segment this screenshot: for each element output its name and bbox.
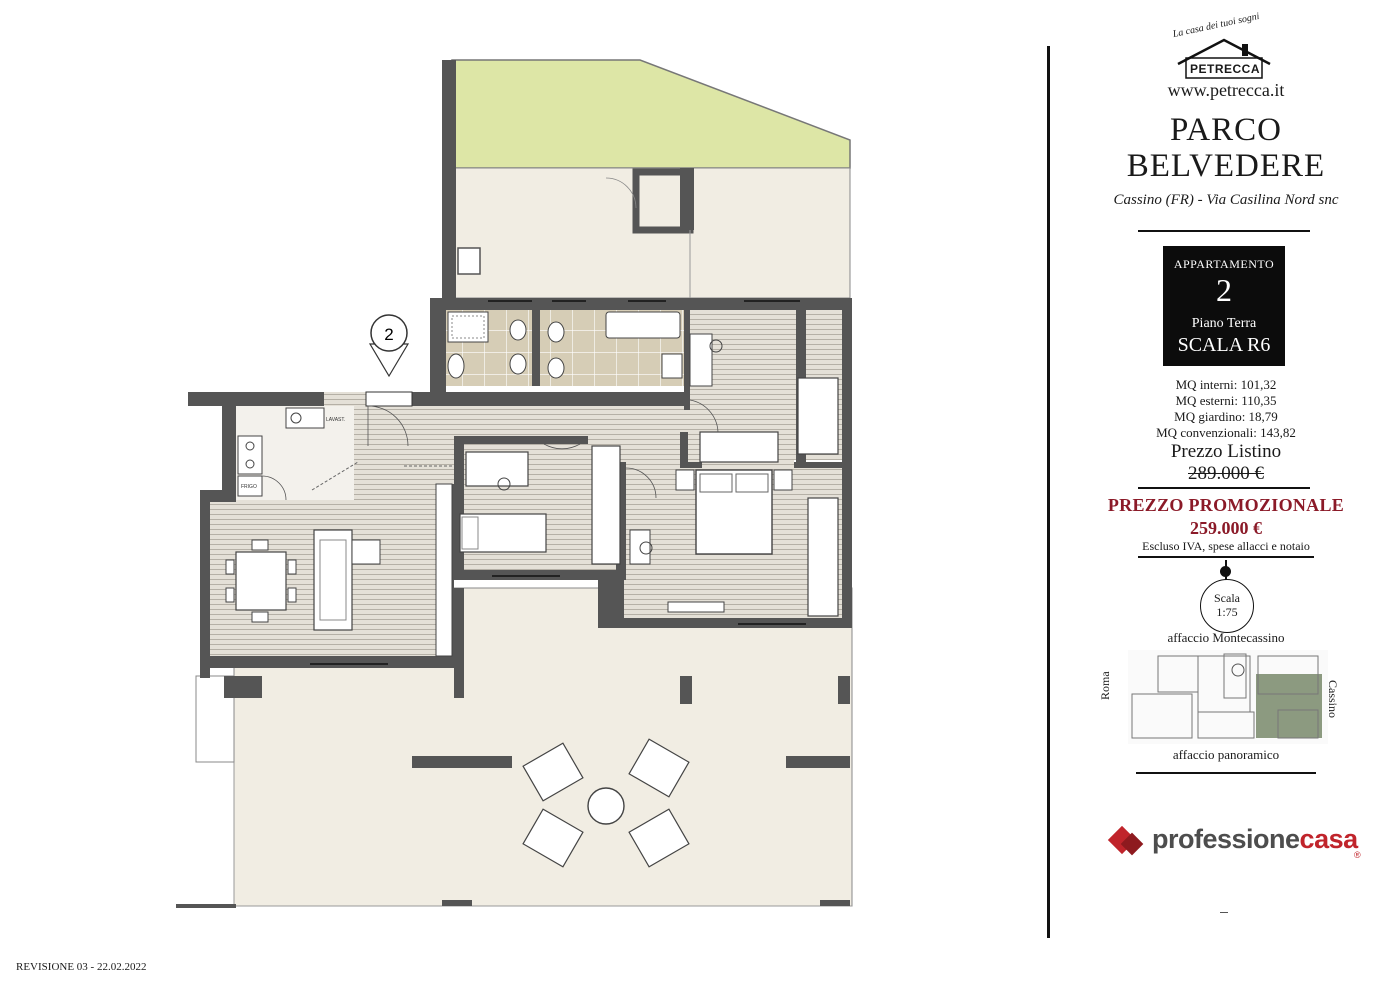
agency-name-part1: professione — [1152, 824, 1300, 854]
orientation-left: Roma — [1098, 671, 1112, 700]
floor-plan: FRIGO LAVAST. — [176, 59, 853, 908]
agency-reg-mark: ® — [1354, 850, 1361, 860]
price-rule — [1138, 487, 1310, 489]
agency-name-part2: casa — [1299, 824, 1359, 854]
info-panel: La casa dei tuoi sogni PETRECCA www.petr… — [1060, 0, 1400, 983]
mq-convenzionali: MQ convenzionali: 143,82 — [1156, 425, 1296, 440]
garden-area — [451, 59, 851, 169]
petrecca-house-icon — [1177, 38, 1271, 79]
note-rule — [1138, 556, 1314, 558]
promo-price: 259.000 € — [1190, 518, 1262, 538]
terrace-table — [587, 787, 625, 825]
scale-indicator: Scala 1:75 — [1200, 579, 1254, 633]
professionecasa-logo-icon — [1107, 826, 1144, 856]
page-mark — [1220, 912, 1228, 913]
entry-marker-number: 2 — [384, 325, 393, 344]
frigo-label: FRIGO — [241, 484, 257, 490]
project-title-line2: BELVEDERE — [1126, 148, 1326, 184]
list-price-label: Prezzo Listino — [1170, 441, 1282, 462]
orientation-right: Cassino — [1326, 680, 1340, 719]
vertical-divider — [1047, 46, 1050, 938]
agency-brand: professionecasa — [1152, 824, 1358, 855]
mq-esterni: MQ esterni: 110,35 — [1175, 393, 1277, 408]
revision-label: REVISIONE 03 - 22.02.2022 — [16, 961, 147, 973]
lavast-label: LAVAST. — [326, 417, 345, 423]
orientation-bottom: affaccio panoramico — [1172, 747, 1280, 762]
list-price: 289.000 € — [1188, 463, 1264, 484]
project-location: Cassino (FR) - Via Casilina Nord snc — [1113, 192, 1339, 208]
apartment-box: APPARTAMENTO 2 Piano Terra SCALA R6 — [1163, 246, 1285, 366]
key-plan — [1128, 650, 1328, 744]
orientation-top: affaccio Montecassino — [1167, 630, 1285, 645]
mq-giardino: MQ giardino: 18,79 — [1174, 409, 1278, 424]
price-note: Escluso IVA, spese allacci e notaio — [1142, 539, 1310, 553]
project-title-line1: PARCO — [1169, 112, 1282, 148]
entry-marker: 2 — [368, 314, 410, 378]
mq-interni: MQ interni: 101,32 — [1175, 377, 1277, 392]
scale-value: 1:75 — [1216, 605, 1238, 619]
apartment-floor: Piano Terra — [1191, 316, 1257, 331]
apartment-number: 2 — [1216, 272, 1232, 308]
title-rule — [1138, 230, 1310, 232]
orientation-rule — [1136, 772, 1316, 774]
apartment-scala: SCALA R6 — [1177, 334, 1271, 356]
logo-name: PETRECCA — [1190, 62, 1261, 76]
apartment-label: APPARTAMENTO — [1173, 257, 1275, 271]
promo-label: PREZZO PROMOZIONALE — [1107, 495, 1345, 515]
north-dot-icon — [1220, 566, 1231, 577]
scale-label: Scala — [1214, 591, 1240, 605]
website-link[interactable]: www.petrecca.it — [1167, 80, 1285, 100]
